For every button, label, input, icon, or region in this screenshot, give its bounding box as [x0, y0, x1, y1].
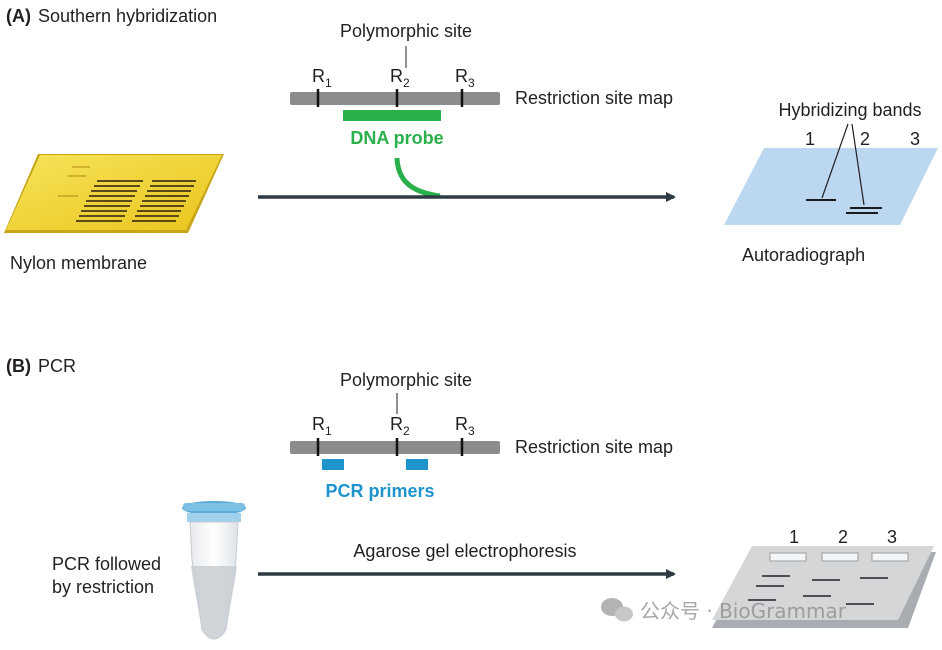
restriction-map-label-a: Restriction site map [515, 88, 673, 108]
panel-a-letter: (A) [6, 6, 31, 26]
membrane-band-block-1 [76, 180, 143, 222]
pcr-primer-left [322, 459, 344, 470]
tube-label-line1: PCR followed [52, 554, 161, 574]
polymorphic-site-label-b: Polymorphic site [340, 370, 472, 390]
site-label-r2-a: R2 [390, 66, 410, 90]
agarose-gel [712, 546, 936, 628]
dna-probe-bar [343, 110, 441, 121]
nylon-membrane [4, 154, 224, 233]
autoradiograph-film [724, 148, 938, 225]
site-label-r3-b: R3 [455, 414, 475, 438]
polymorphic-site-label-a: Polymorphic site [340, 21, 472, 41]
site-label-r1-a: R1 [312, 66, 332, 90]
panel-b-letter: (B) [6, 356, 31, 376]
gel-lane-2: 2 [838, 527, 848, 547]
membrane-faint-lines [58, 166, 90, 197]
restriction-map-bar-a [290, 92, 500, 105]
gel-bands [748, 575, 888, 605]
membrane-band-block-2 [132, 180, 196, 222]
panel-a-title: Southern hybridization [38, 6, 217, 26]
site-label-r2-b: R2 [390, 414, 410, 438]
gel-electrophoresis-label: Agarose gel electrophoresis [353, 541, 576, 561]
dna-probe-curve [394, 157, 441, 199]
dna-probe-label: DNA probe [350, 128, 443, 148]
pcr-primers-label: PCR primers [325, 481, 434, 501]
watermark-text: 公众号 · BioGrammar [640, 599, 847, 623]
tube-label-line2: by restriction [52, 577, 154, 597]
hybridizing-bands-label: Hybridizing bands [778, 100, 921, 120]
panel-b-title: PCR [38, 356, 76, 376]
autorad-bands [806, 199, 882, 214]
autorad-lane-2: 2 [860, 129, 870, 149]
chat-bubble-icon [601, 598, 633, 622]
gel-lane-1: 1 [789, 527, 799, 547]
gel-lane-3: 3 [887, 527, 897, 547]
autoradiograph-label: Autoradiograph [742, 245, 865, 265]
hybridizing-band-pointers [821, 123, 865, 206]
gel-wells [769, 552, 909, 562]
nylon-membrane-label: Nylon membrane [10, 253, 147, 273]
restriction-map-bar-b [290, 441, 500, 454]
pcr-primer-right [406, 459, 428, 470]
site-label-r3-a: R3 [455, 66, 475, 90]
site-label-r1-b: R1 [312, 414, 332, 438]
watermark: 公众号 · BioGrammar [601, 598, 847, 623]
panel-a: (A) Southern hybridization Polymorphic s… [4, 6, 938, 273]
panel-b: (B) PCR Polymorphic site R1 R2 R3 Restri… [6, 356, 936, 640]
autorad-lane-3: 3 [910, 129, 920, 149]
pcr-tube-icon [182, 501, 246, 640]
autorad-lane-1: 1 [805, 129, 815, 149]
restriction-map-label-b: Restriction site map [515, 437, 673, 457]
